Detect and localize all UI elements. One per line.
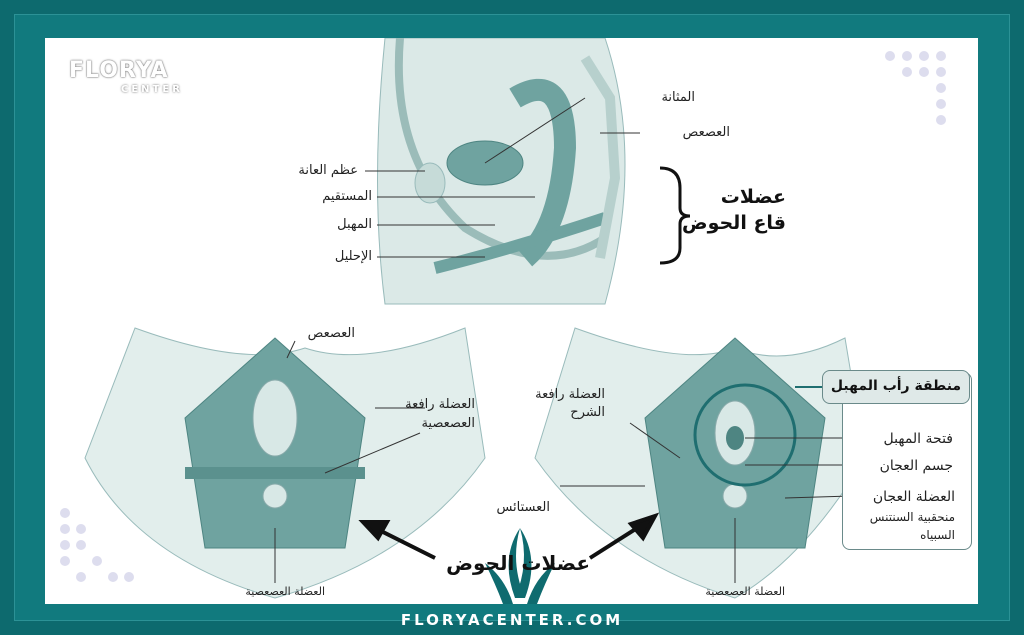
brace	[659, 166, 691, 265]
label-levator-left-2: العصعصية	[421, 416, 475, 431]
label-coccyx-sagittal: العصعص	[682, 125, 730, 140]
right-perineal-view	[534, 327, 866, 599]
label-bladder: المثانة	[661, 90, 695, 105]
label-sphincter-1: منحقبية السنتنس	[869, 510, 955, 524]
label-vagina: المهبل	[337, 217, 372, 232]
arrows	[358, 512, 660, 560]
label-coccyx-left: العصعص	[307, 326, 355, 341]
pelvic-floor-title-1: عضلات	[720, 186, 786, 208]
label-sphincter-2: السبياه	[920, 528, 955, 542]
sagittal-leader-lines	[365, 97, 640, 258]
anatomy-illustration	[60, 38, 946, 604]
perineal-leader-lines	[274, 340, 873, 583]
label-coccygeus-right: العضلة العصعصية	[705, 585, 785, 598]
label-vaginal-opening: فتحة المهبل	[883, 431, 953, 447]
label-rectum: المستقيم	[322, 189, 372, 204]
perineoplasty-zone-circle	[693, 383, 797, 487]
label-coccygeus-left: العضلة العصعصية	[245, 585, 325, 598]
pelvic-floor-title-2: قاع الحوض	[682, 212, 786, 234]
label-perineal-body: جسم العجان	[879, 458, 953, 474]
label-pubic-bone: عظم العانة	[298, 163, 358, 178]
center-lotus-logo	[485, 528, 555, 604]
pelvic-muscles-title: عضلات الحوض	[446, 551, 590, 575]
decorative-dots	[60, 51, 946, 582]
left-perineal-view	[84, 327, 486, 599]
label-urethra: الإحليل	[334, 249, 372, 264]
brand-logo: FLORYA	[69, 58, 169, 83]
footer-website: FLORYACENTER.COM	[400, 611, 624, 629]
diagram-panel: FLORYA CENTER المثانة العصعص عظم العانة …	[45, 38, 978, 604]
label-anus: العستائس	[496, 500, 550, 515]
sagittal-view	[377, 38, 626, 305]
label-levator-right-2: الشرح	[570, 405, 605, 420]
brand-logo-sub: CENTER	[121, 84, 183, 95]
perineoplasty-zone-title: منطقة رأب المهبل	[822, 370, 970, 404]
label-perineal-muscle: العضلة العجان	[872, 489, 955, 505]
label-levator-left-1: العضلة رافعة	[405, 397, 475, 412]
label-levator-right-1: العضلة رافعة	[535, 387, 605, 402]
